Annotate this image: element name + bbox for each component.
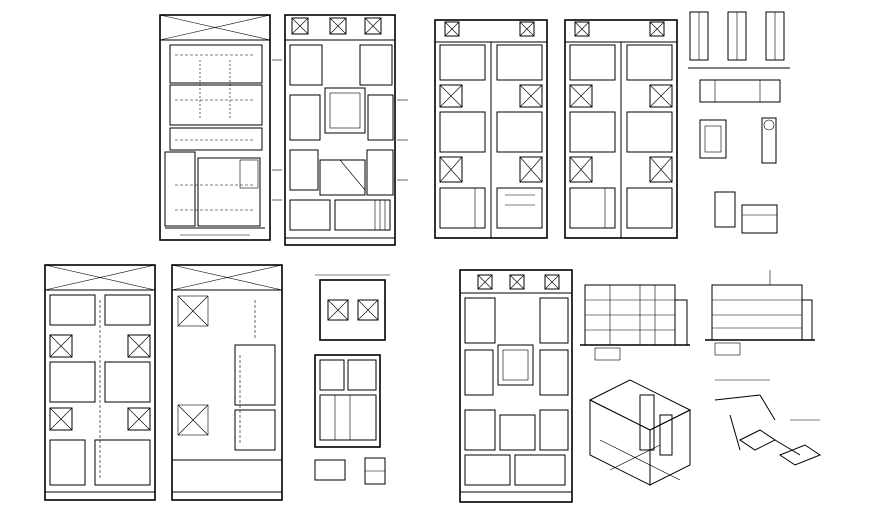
details-top-right	[688, 11, 790, 234]
elevation-2	[705, 270, 815, 356]
plan-floor-1	[284, 14, 408, 246]
plan-electrical-2	[44, 264, 156, 501]
plan-floor-3	[564, 19, 678, 239]
isometric-1	[588, 379, 692, 486]
plan-electrical-3	[171, 264, 283, 501]
plan-floor-2	[434, 19, 548, 239]
elevation-1	[580, 284, 690, 361]
plan-electrical-1	[159, 14, 282, 241]
isometric-2	[714, 379, 822, 466]
details-middle	[314, 274, 390, 485]
plan-floor-4	[459, 269, 573, 503]
